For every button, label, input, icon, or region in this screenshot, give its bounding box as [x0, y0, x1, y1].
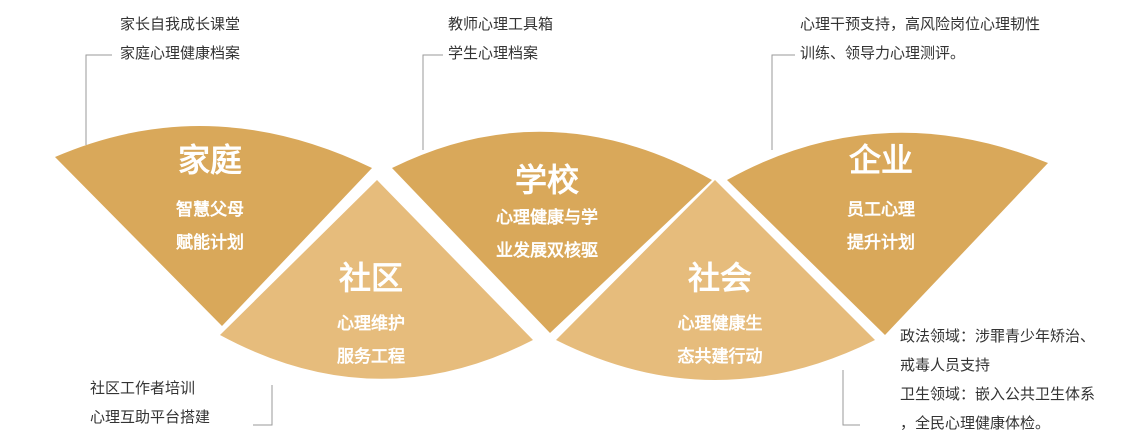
segment-society-title: 社会: [687, 259, 752, 297]
segment-enterprise-line2: 提升计划: [847, 233, 915, 253]
segment-enterprise: 企业 员工心理 提升计划: [816, 140, 946, 260]
fan-family: [55, 126, 372, 326]
fan-society: [556, 180, 875, 380]
note-community: 社区工作者培训 心理互助平台搭建: [90, 374, 210, 432]
fan-school: [392, 131, 712, 333]
segment-family-line1: 智慧父母: [176, 200, 244, 220]
connector-enterprise: [771, 54, 795, 150]
segment-school-line1: 心理健康与学: [496, 208, 598, 228]
segment-community: 社区 心理维护 服务工程: [306, 258, 436, 374]
note-society-line: ，全民心理健康体检。: [900, 414, 1051, 432]
note-community-line: 社区工作者培训: [90, 379, 196, 397]
note-enterprise: 心理干预支持，高风险岗位心理韧性 训练、领导力心理测评。: [800, 10, 1040, 68]
note-society-line: 卫生领域：嵌入公共卫生体系: [900, 385, 1096, 403]
fan-enterprise: [727, 132, 1048, 335]
segment-enterprise-line1: 员工心理: [847, 200, 915, 220]
connector-school: [422, 54, 443, 150]
segment-family-line2: 赋能计划: [176, 233, 244, 253]
connector-society: [842, 370, 860, 426]
note-family-line: 家长自我成长课堂: [120, 15, 241, 33]
connector-family: [85, 54, 112, 145]
segment-family: 家庭 智慧父母 赋能计划: [145, 140, 275, 260]
note-community-line: 心理互助平台搭建: [90, 408, 211, 426]
note-society-line: 政法领域：涉罪青少年矫治、: [900, 327, 1096, 345]
segment-school: 学校 心理健康与学 业发展双核驱: [472, 160, 622, 268]
segment-community-line2: 服务工程: [337, 347, 405, 367]
note-enterprise-line: 心理干预支持，高风险岗位心理韧性: [800, 15, 1041, 33]
segment-enterprise-title: 企业: [848, 141, 913, 179]
note-society: 政法领域：涉罪青少年矫治、 戒毒人员支持 卫生领域：嵌入公共卫生体系 ，全民心理…: [900, 322, 1095, 438]
note-school-line: 教师心理工具箱: [448, 15, 554, 33]
segment-society: 社会 心理健康生 态共建行动: [650, 258, 790, 374]
segment-school-line2: 业发展双核驱: [496, 241, 598, 261]
fan-community: [220, 180, 533, 379]
segment-community-line1: 心理维护: [337, 314, 405, 334]
segment-society-line2: 态共建行动: [677, 347, 763, 367]
note-family-line: 家庭心理健康档案: [120, 44, 241, 62]
connector-community: [253, 385, 273, 426]
segment-family-title: 家庭: [177, 141, 242, 179]
note-family: 家长自我成长课堂 家庭心理健康档案: [120, 10, 240, 68]
note-society-line: 戒毒人员支持: [900, 356, 991, 374]
segment-society-line1: 心理健康生: [677, 314, 763, 334]
segment-community-title: 社区: [338, 259, 403, 297]
note-school: 教师心理工具箱 学生心理档案: [448, 10, 553, 68]
note-school-line: 学生心理档案: [448, 44, 539, 62]
note-enterprise-line: 训练、领导力心理测评。: [800, 44, 966, 62]
segment-school-title: 学校: [514, 161, 579, 199]
